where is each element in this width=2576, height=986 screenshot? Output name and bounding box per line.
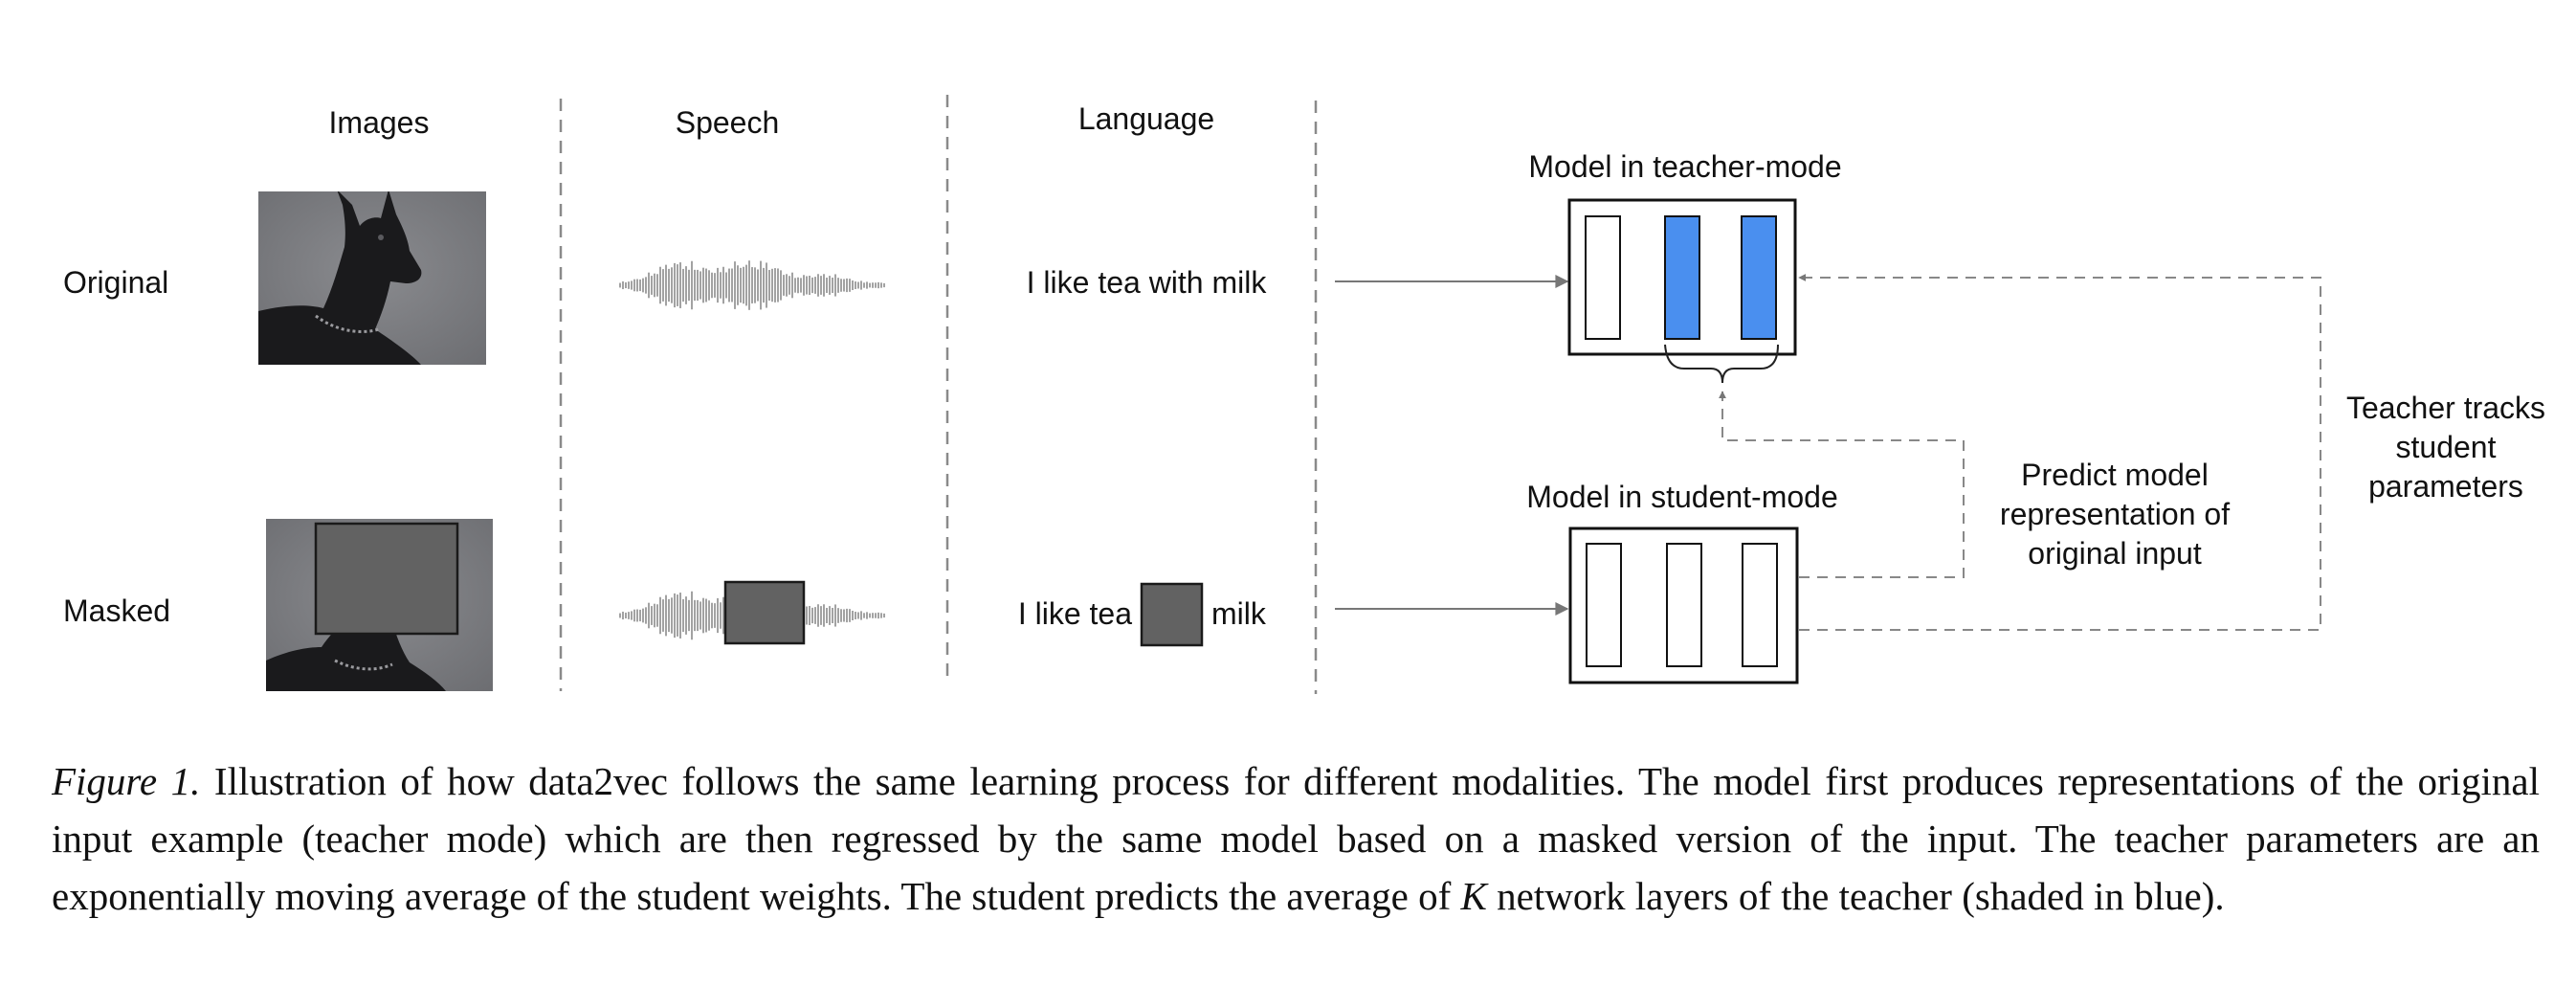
language-masked-text-right: milk	[1211, 596, 1267, 631]
layer-average-brace	[1664, 344, 1779, 384]
tracks-annotation: Teacher tracks student parameters	[2346, 391, 2545, 504]
figure-label: Figure 1.	[52, 759, 201, 803]
language-original-text: I like tea with milk	[1027, 265, 1268, 300]
teacher-model-title: Model in teacher-mode	[1528, 149, 1841, 184]
teacher-tracks-arrow	[1798, 274, 2321, 631]
data2vec-diagram: Images Speech Language Original Masked I…	[63, 95, 2545, 694]
row-label-masked: Masked	[63, 594, 170, 628]
column-header-language: Language	[1078, 101, 1214, 136]
predict-line-2: representation of	[2000, 497, 2230, 531]
waveform-icon	[619, 260, 885, 310]
column-header-images: Images	[329, 105, 430, 140]
tracks-line-3: parameters	[2368, 469, 2523, 504]
caption-text-1: Illustration of how data2vec follows the…	[52, 759, 2540, 918]
student-model-title: Model in student-mode	[1526, 480, 1838, 514]
language-mask-block	[1140, 582, 1204, 647]
figure-caption: Figure 1. Illustration of how data2vec f…	[52, 752, 2540, 925]
tracks-line-1: Teacher tracks	[2346, 391, 2545, 425]
language-masked-text-left: I like tea	[1018, 596, 1132, 631]
masked-dog-photo-icon	[266, 519, 493, 691]
student-layer-3	[1742, 543, 1778, 667]
teacher-layer-3	[1741, 215, 1777, 340]
student-layer-2	[1666, 543, 1702, 667]
teacher-layer-2	[1664, 215, 1700, 340]
predict-line-3: original input	[2028, 536, 2202, 571]
predict-line-1: Predict model	[2021, 458, 2209, 492]
predict-arrow	[1719, 391, 1965, 578]
predict-annotation: Predict model representation of original…	[2000, 458, 2230, 571]
student-layer-1	[1586, 543, 1622, 667]
caption-k-symbol: K	[1460, 874, 1487, 918]
row-label-original: Original	[63, 265, 168, 300]
tracks-line-2: student	[2396, 430, 2497, 464]
speech-mask-block	[723, 580, 806, 645]
teacher-layer-1	[1585, 215, 1621, 340]
column-header-speech: Speech	[676, 105, 780, 140]
caption-text-2: network layers of the teacher (shaded in…	[1486, 874, 2225, 918]
dog-photo-icon	[258, 191, 486, 365]
